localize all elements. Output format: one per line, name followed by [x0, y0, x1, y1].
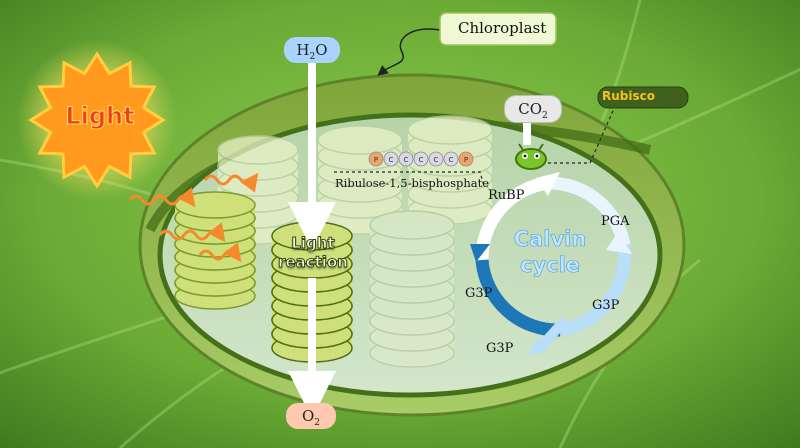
svg-text:C: C [419, 156, 424, 164]
thylakoid-stack [317, 125, 403, 235]
leader-arrow-icon [377, 28, 441, 76]
o2-label: O2 [286, 403, 336, 429]
svg-text:C: C [389, 156, 394, 164]
rubisco-label: Rubisco [602, 89, 655, 103]
light-reaction-label: Light reaction [278, 234, 349, 272]
g3p-left-label: G3P [465, 286, 493, 301]
rubp-full-name-label: Ribulose-1,5-bisphosphate [335, 176, 490, 190]
calvin-cycle-label: Calvin cycle [513, 227, 587, 278]
sun-icon [17, 40, 177, 200]
co2-label: CO2 [504, 95, 562, 123]
svg-text:P: P [374, 156, 378, 164]
rubp-label: RuBP [488, 188, 525, 203]
thylakoid-stack [407, 115, 493, 225]
svg-text:P: P [464, 156, 468, 164]
h2o-label: H2O [284, 37, 340, 63]
g3p-output-label: G3P [486, 341, 514, 356]
thylakoid-stack [369, 210, 455, 368]
photon-wave-icon [128, 172, 259, 263]
calvin-cycle-arrow-icon [475, 176, 632, 337]
g3p-right-label: G3P [592, 298, 620, 313]
rubisco-enzyme-icon [515, 143, 547, 170]
light-label: Light [65, 102, 135, 131]
thylakoid-stack-left [174, 191, 256, 310]
chloroplast-label: Chloroplast [458, 19, 547, 37]
svg-text:C: C [449, 156, 454, 164]
svg-text:C: C [404, 156, 409, 164]
pga-label: PGA [601, 214, 630, 229]
svg-text:C: C [434, 156, 439, 164]
